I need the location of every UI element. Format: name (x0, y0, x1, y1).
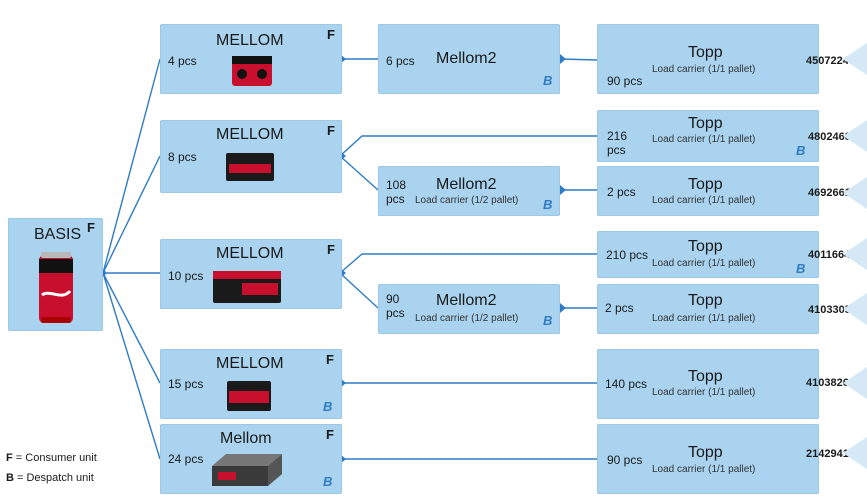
quantity: 90 pcs (607, 453, 643, 467)
node-title: Mellom2 (436, 176, 497, 193)
node-title: Topp (688, 238, 723, 255)
topp-node-2[interactable]: Topp Load carrier (1/1 pallet) 216 pcs B… (597, 110, 851, 162)
four-pack-image (232, 56, 272, 86)
pallet-marker (843, 367, 867, 399)
load-carrier-label: Load carrier (1/1 pallet) (652, 134, 756, 145)
pallet-marker (843, 437, 867, 469)
legend-key: B (6, 472, 14, 484)
article-number: 4802468 (808, 131, 851, 143)
consumer-unit-flag: F (326, 427, 334, 442)
eight-pack-image (226, 153, 274, 181)
fifteen-pack-image (227, 381, 271, 411)
legend-despatch-unit: B = Despatch unit (6, 471, 94, 485)
consumer-unit-flag: F (327, 242, 335, 257)
load-carrier-label: Load carrier (1/1 pallet) (652, 387, 756, 398)
load-carrier-label: Load carrier (1/2 pallet) (415, 313, 519, 324)
legend-text: = Consumer unit (12, 452, 97, 464)
node-title: Mellom (220, 430, 272, 447)
mellom-node-1[interactable]: MELLOM F 4 pcs (160, 24, 342, 94)
quantity: 210 pcs (606, 248, 649, 262)
mellom-node-4[interactable]: MELLOM F B 15 pcs (160, 349, 342, 419)
node-title: MELLOM (216, 355, 284, 372)
pallet-marker (843, 293, 867, 325)
quantity: 216 pcs (607, 129, 628, 157)
article-number: 4103826 (806, 377, 849, 389)
node-title: Topp (688, 368, 723, 385)
consumer-unit-flag: F (326, 352, 334, 367)
quantity: 6 pcs (386, 54, 415, 68)
quantity: 90 pcs (386, 292, 405, 320)
quantity: 2 pcs (605, 301, 634, 315)
node-title: Topp (688, 176, 723, 193)
article-number: 2142941 (806, 448, 849, 460)
mellom-node-3[interactable]: MELLOM F 10 pcs (160, 239, 342, 309)
ten-pack-image (213, 271, 281, 303)
node-title: Topp (688, 44, 723, 61)
quantity: 108 pcs (386, 178, 407, 206)
topp-node-5[interactable]: Topp Load carrier (1/1 pallet) 2 pcs 410… (597, 284, 851, 334)
quantity: 2 pcs (607, 185, 636, 199)
quantity: 15 pcs (168, 377, 204, 391)
load-carrier-label: Load carrier (1/1 pallet) (652, 64, 756, 75)
mellom2-node-1[interactable]: Mellom2 6 pcs B (378, 24, 560, 94)
quantity: 4 pcs (168, 54, 197, 68)
load-carrier-label: Load carrier (1/1 pallet) (652, 464, 756, 475)
pallet-marker (843, 120, 867, 152)
article-number: 4692661 (808, 187, 851, 199)
load-carrier-label: Load carrier (1/2 pallet) (415, 195, 519, 206)
despatch-unit-flag: B (796, 261, 806, 276)
despatch-unit-flag: B (543, 313, 553, 328)
quantity: 24 pcs (168, 452, 204, 466)
article-number: 4011664 (808, 249, 851, 261)
node-title: Topp (688, 292, 723, 309)
despatch-unit-flag: B (543, 197, 553, 212)
quantity: 90 pcs (607, 74, 643, 88)
basis-node[interactable]: BASIS F (8, 218, 103, 331)
node-title: Topp (688, 115, 723, 132)
topp-node-1[interactable]: Topp Load carrier (1/1 pallet) 90 pcs 45… (597, 24, 849, 94)
pallet-marker (843, 43, 867, 75)
node-title: BASIS (34, 226, 82, 243)
mellom2-node-2[interactable]: Mellom2 Load carrier (1/2 pallet) 108 pc… (378, 166, 560, 216)
pallet-marker (843, 238, 867, 270)
consumer-unit-flag: F (87, 220, 95, 235)
legend-consumer-unit: F = Consumer unit (6, 451, 97, 465)
pallet-marker (843, 177, 867, 209)
mellom-node-2[interactable]: MELLOM F 8 pcs (160, 120, 342, 193)
node-title: MELLOM (216, 126, 284, 143)
load-carrier-label: Load carrier (1/1 pallet) (652, 258, 756, 269)
quantity: 140 pcs (605, 377, 648, 391)
node-title: Topp (688, 444, 723, 461)
load-carrier-label: Load carrier (1/1 pallet) (652, 195, 756, 206)
mellom2-node-3[interactable]: Mellom2 Load carrier (1/2 pallet) 90 pcs… (378, 284, 560, 334)
despatch-unit-flag: B (543, 73, 553, 88)
mellom-node-5[interactable]: Mellom F B 24 pcs (160, 424, 342, 494)
consumer-unit-flag: F (327, 123, 335, 138)
quantity: 8 pcs (168, 150, 197, 164)
load-carrier-label: Load carrier (1/1 pallet) (652, 313, 756, 324)
crate-image (212, 454, 282, 486)
topp-node-4[interactable]: Topp Load carrier (1/1 pallet) 210 pcs B… (597, 231, 850, 278)
node-title: MELLOM (216, 245, 284, 262)
topp-node-6[interactable]: Topp Load carrier (1/1 pallet) 140 pcs 4… (597, 349, 849, 419)
article-number: 4507224 (806, 55, 849, 67)
legend-text: = Despatch unit (13, 472, 94, 484)
topp-node-3[interactable]: Topp Load carrier (1/1 pallet) 2 pcs 469… (597, 166, 851, 216)
article-number: 4103305 (808, 304, 851, 316)
can-image (39, 252, 73, 323)
despatch-unit-flag: B (796, 143, 806, 158)
topp-node-7[interactable]: Topp Load carrier (1/1 pallet) 90 pcs 21… (597, 424, 849, 494)
legend-key: F (6, 452, 13, 464)
consumer-unit-flag: F (327, 27, 335, 42)
despatch-unit-flag: B (323, 474, 333, 489)
node-title: MELLOM (216, 32, 284, 49)
node-title: Mellom2 (436, 50, 497, 67)
node-title: Mellom2 (436, 292, 497, 309)
quantity: 10 pcs (168, 269, 204, 283)
despatch-unit-flag: B (323, 399, 333, 414)
